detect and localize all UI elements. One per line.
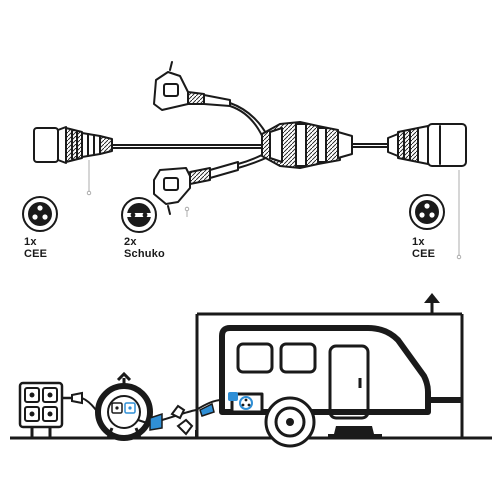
cable-reel-icon <box>95 371 153 441</box>
left-socket-count: 1x <box>24 236 37 248</box>
lower-schuko-plug <box>153 161 239 215</box>
caravan-inlet <box>228 392 253 410</box>
schuko-socket-icon <box>121 197 157 233</box>
left-socket-label: 1x CEE <box>24 236 58 260</box>
right-cee-coupler <box>387 123 467 167</box>
leader-lines <box>86 160 462 260</box>
right-socket-count: 1x <box>412 236 425 248</box>
outlet-box-icon <box>18 381 64 438</box>
adapter-cable <box>33 61 467 215</box>
up-arrow-icon <box>424 293 440 313</box>
cee-socket-icon-right <box>409 194 445 230</box>
right-socket-label: 1x CEE <box>412 236 446 260</box>
caravan-icon <box>219 325 462 448</box>
carport-frame <box>195 312 464 438</box>
right-socket-type: CEE <box>412 248 436 260</box>
cee-socket-icon <box>22 196 58 232</box>
scene-adapter <box>137 399 223 438</box>
upper-schuko-plug <box>153 61 231 111</box>
middle-socket-label: 2x Schuko <box>124 236 184 260</box>
middle-socket-count: 2x <box>124 236 137 248</box>
middle-socket-type: Schuko <box>124 248 165 260</box>
splitter-body <box>261 121 353 169</box>
left-socket-type: CEE <box>24 248 48 260</box>
left-cee-plug <box>33 126 113 164</box>
